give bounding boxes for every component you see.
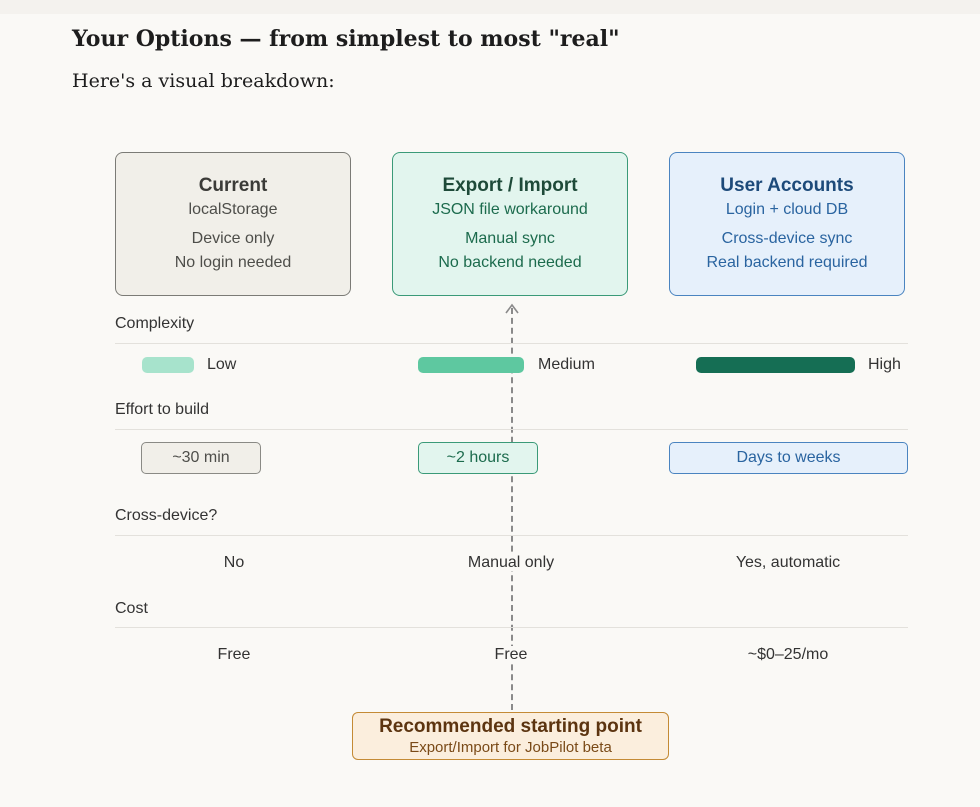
option-detail: Manual sync bbox=[465, 230, 555, 247]
complexity-bar-high bbox=[696, 357, 855, 373]
option-detail: No login needed bbox=[174, 254, 292, 271]
option-subtitle: JSON file workaround bbox=[432, 201, 588, 218]
cross-device-user-accounts: Yes, automatic bbox=[735, 554, 841, 571]
divider bbox=[115, 429, 908, 430]
effort-badge-current: ~30 min bbox=[141, 442, 261, 474]
divider bbox=[115, 627, 908, 628]
cross-device-current: No bbox=[223, 554, 245, 571]
section-heading: Your Options — from simplest to most "re… bbox=[72, 26, 620, 52]
divider bbox=[115, 343, 908, 344]
cross-device-export-import: Manual only bbox=[465, 554, 557, 571]
complexity-level-low: Low bbox=[207, 356, 237, 373]
cost-current: Free bbox=[217, 646, 251, 663]
option-detail: Cross-device sync bbox=[721, 230, 853, 247]
cross-device-label: Cross-device? bbox=[115, 507, 218, 524]
effort-badge-user-accounts: Days to weeks bbox=[669, 442, 908, 474]
option-title: User Accounts bbox=[720, 175, 854, 196]
option-subtitle: Login + cloud DB bbox=[725, 201, 849, 218]
option-card-current: Current localStorage Device only No logi… bbox=[115, 152, 351, 296]
option-subtitle: localStorage bbox=[188, 201, 278, 218]
option-detail: Device only bbox=[191, 230, 275, 247]
complexity-level-medium: Medium bbox=[538, 356, 595, 373]
divider bbox=[115, 535, 908, 536]
complexity-level-high: High bbox=[868, 356, 901, 373]
recommendation-subtitle: Export/Import for JobPilot beta bbox=[409, 739, 612, 756]
cost-export-import: Free bbox=[492, 646, 530, 663]
complexity-bar-low bbox=[142, 357, 194, 373]
intro-text: Here's a visual breakdown: bbox=[72, 70, 335, 92]
option-title: Current bbox=[198, 175, 268, 196]
option-detail: No backend needed bbox=[438, 254, 582, 271]
option-detail: Real backend required bbox=[706, 254, 868, 271]
recommendation-connector bbox=[511, 308, 513, 710]
complexity-bar-medium bbox=[418, 357, 524, 373]
recommendation-title: Recommended starting point bbox=[379, 716, 642, 737]
top-bar bbox=[0, 0, 980, 14]
effort-badge-export-import: ~2 hours bbox=[418, 442, 538, 474]
arrow-up-icon bbox=[505, 303, 519, 314]
option-card-export-import: Export / Import JSON file workaround Man… bbox=[392, 152, 628, 296]
option-card-user-accounts: User Accounts Login + cloud DB Cross-dev… bbox=[669, 152, 905, 296]
option-title: Export / Import bbox=[442, 175, 578, 196]
cost-label: Cost bbox=[115, 600, 148, 617]
recommendation-box: Recommended starting point Export/Import… bbox=[352, 712, 669, 760]
cost-user-accounts: ~$0–25/mo bbox=[747, 646, 829, 663]
complexity-label: Complexity bbox=[115, 315, 195, 332]
effort-label: Effort to build bbox=[115, 401, 209, 418]
